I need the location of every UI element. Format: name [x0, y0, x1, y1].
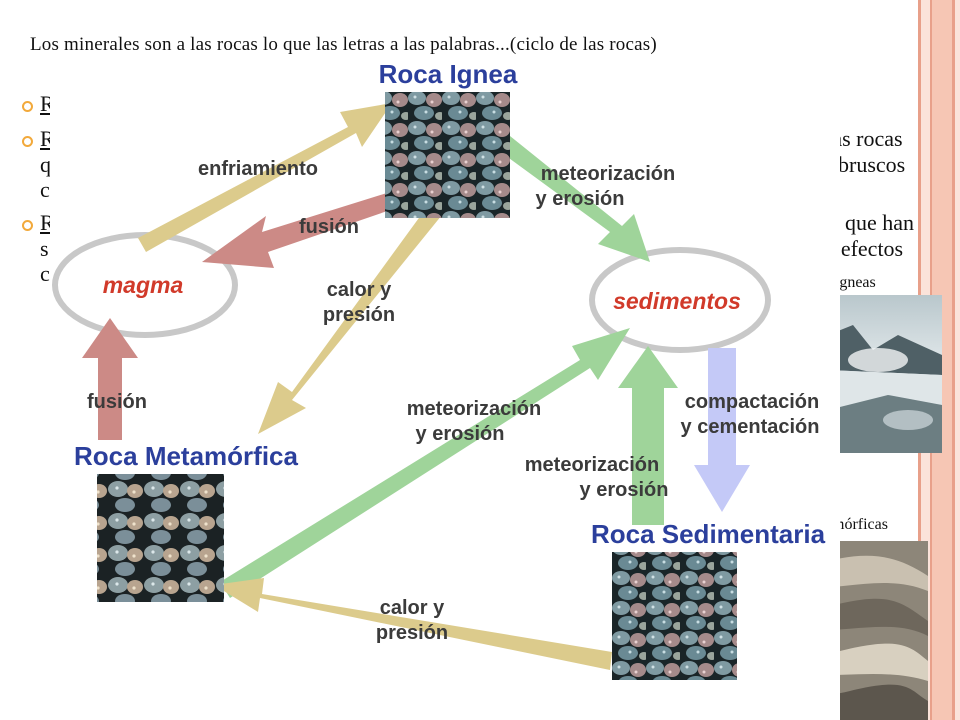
caption-metamorficas: mórficas [832, 516, 888, 533]
roca-ignea-image [385, 92, 510, 218]
bullet-2-line2-fragment: q [40, 152, 51, 177]
roca-ignea-label: Roca Ignea [379, 59, 518, 89]
bullet-marker [22, 101, 33, 112]
bullet-3-right-line2: r efectos [828, 236, 904, 261]
roca-metamorfica-image [97, 474, 224, 602]
erosion-2-label: y erosión [416, 423, 505, 445]
meteorizacion-arrow-1 [498, 136, 650, 262]
calor-1-label: calor y [327, 279, 392, 301]
bullet-marker [22, 136, 33, 147]
presion-1-label: presión [323, 304, 395, 326]
meteorizacion-1-label: meteorización [541, 163, 675, 185]
decor-stripe [955, 0, 960, 720]
presion-2-label: presión [376, 622, 448, 644]
caption-igneas: Ígneas [834, 274, 876, 291]
bullet-3-line2-fragment: s [40, 236, 49, 261]
magma-label: magma [103, 272, 184, 298]
bullet-3-right-fragment: que han [845, 210, 915, 235]
meteorizacion-3-label: meteorización [525, 454, 659, 476]
decor-stripe [932, 0, 952, 720]
erosion-3-label: y erosión [580, 479, 669, 501]
fusion-arrow-left [82, 318, 138, 440]
fusion-left-label: fusión [87, 391, 147, 413]
slide-title: Los minerales son a las rocas lo que las… [30, 34, 657, 55]
fusion-top-label: fusión [299, 216, 359, 238]
sedimentos-ellipse [589, 247, 771, 353]
enfriamiento-label: enfriamiento [198, 158, 318, 180]
cementacion-label: y cementación [681, 416, 820, 438]
compactacion-label: compactación [685, 391, 819, 413]
compactacion-arrow [694, 348, 750, 512]
meteorizacion-arrow-3 [618, 346, 678, 525]
bullet-3-line3-fragment: c [40, 261, 50, 286]
meteorizacion-2-label: meteorización [407, 398, 541, 420]
calor-arrow-2 [214, 578, 612, 670]
calor-arrow-1 [258, 200, 446, 434]
fusion-arrow-top [202, 192, 396, 268]
enfriamiento-arrow [138, 103, 392, 252]
roca-sedimentaria-image [612, 552, 737, 680]
decor-stripe [952, 0, 955, 720]
bullet-marker [22, 220, 33, 231]
bullet-2-right-line2: bruscos [838, 152, 906, 177]
bullet-2-line3-fragment: c [40, 177, 50, 202]
roca-metamorfica-label: Roca Metamórfica [74, 441, 298, 471]
erosion-1-label: y erosión [536, 188, 625, 210]
roca-sedimentaria-label: Roca Sedimentaria [591, 519, 826, 549]
sedimentos-label: sedimentos [613, 288, 741, 314]
igneous-rock-photo [828, 295, 942, 453]
calor-2-label: calor y [380, 597, 445, 619]
meteorizacion-arrow-2 [220, 328, 630, 598]
